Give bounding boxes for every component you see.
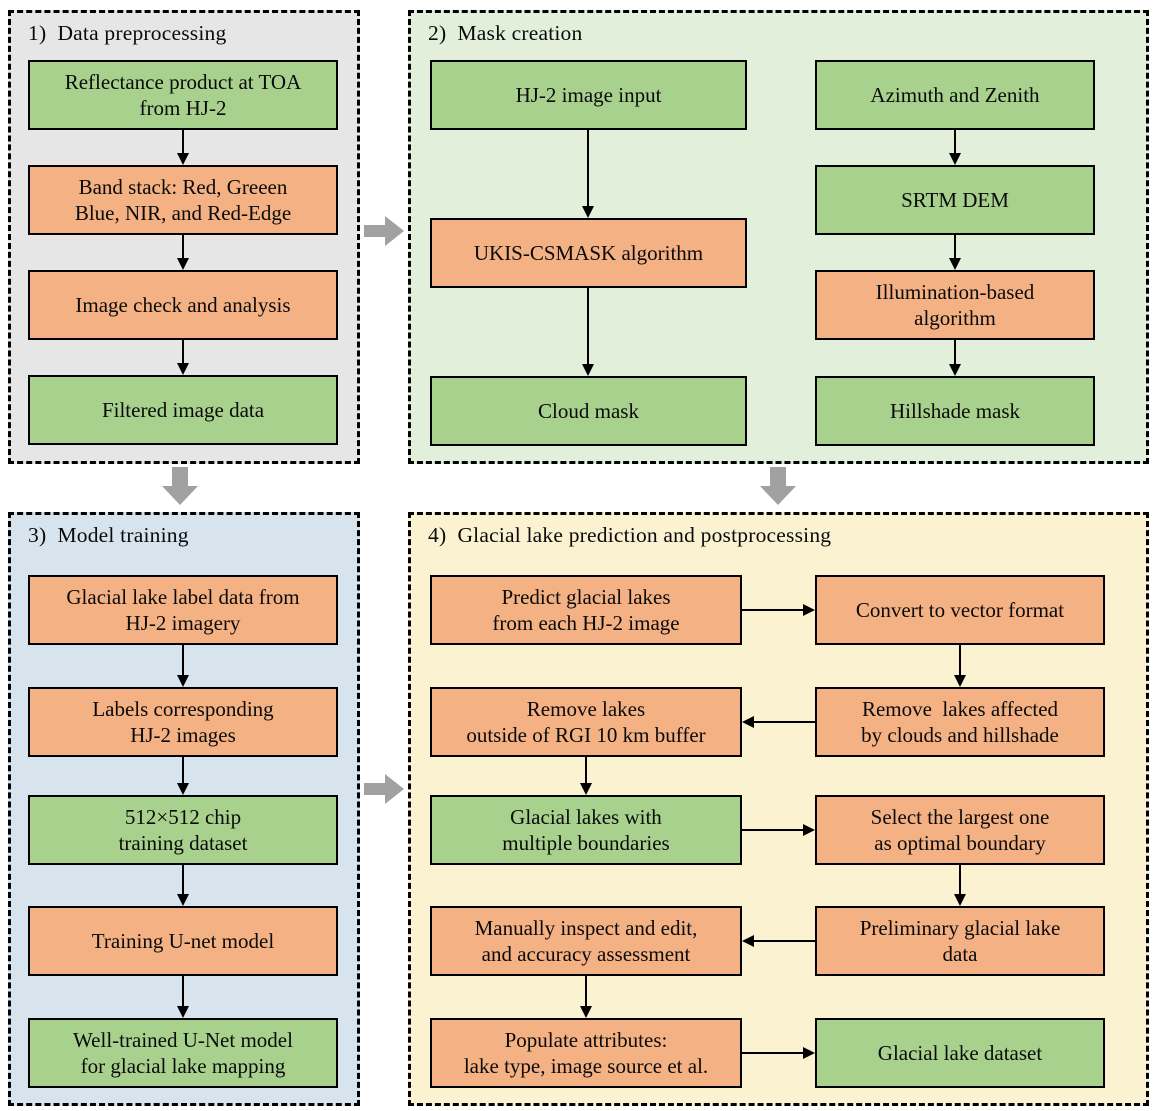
box-populate-attributes: Populate attributes: lake type, image so…	[430, 1018, 742, 1088]
box-hj2-image-input: HJ-2 image input	[430, 60, 747, 130]
arrow-left-icon	[742, 716, 815, 728]
box-preliminary-data: Preliminary glacial lake data	[815, 906, 1105, 976]
box-glacial-lake-label-data: Glacial lake label data from HJ-2 imager…	[28, 575, 338, 645]
box-manual-inspect: Manually inspect and edit, and accuracy …	[430, 906, 742, 976]
arrow-down-icon	[582, 130, 594, 218]
box-hillshade-mask: Hillshade mask	[815, 376, 1095, 446]
panel-title: 2) Mask creation	[428, 21, 583, 45]
panel-connector-right-arrow-icon	[364, 774, 404, 804]
arrow-down-icon	[580, 757, 592, 795]
box-image-check: Image check and analysis	[28, 270, 338, 340]
panel-prediction-postprocessing: 4) Glacial lake prediction and postproce…	[408, 512, 1149, 1106]
box-chip-training-dataset: 512×512 chip training dataset	[28, 795, 338, 865]
arrow-down-icon	[954, 645, 966, 687]
arrow-right-icon	[742, 604, 815, 616]
arrow-down-icon	[949, 130, 961, 165]
box-band-stack: Band stack: Red, Greeen Blue, NIR, and R…	[28, 165, 338, 235]
box-select-largest: Select the largest one as optimal bounda…	[815, 795, 1105, 865]
arrow-down-icon	[580, 976, 592, 1018]
arrow-down-icon	[954, 865, 966, 906]
panel-connector-right-arrow-icon	[364, 216, 404, 246]
box-ukis-csmask-algorithm: UKIS-CSMASK algorithm	[430, 218, 747, 288]
box-cloud-mask: Cloud mask	[430, 376, 747, 446]
panel-data-preprocessing: 1) Data preprocessing Reflectance produc…	[8, 10, 360, 464]
box-convert-vector: Convert to vector format	[815, 575, 1105, 645]
panel-connector-down-arrow-icon	[162, 467, 198, 505]
arrow-down-icon	[177, 340, 189, 375]
arrow-down-icon	[949, 340, 961, 376]
arrow-down-icon	[177, 645, 189, 687]
panel-mask-creation: 2) Mask creation HJ-2 image input UKIS-C…	[408, 10, 1149, 464]
arrow-left-icon	[742, 935, 815, 947]
box-srtm-dem: SRTM DEM	[815, 165, 1095, 235]
arrow-down-icon	[177, 235, 189, 270]
box-filtered-image-data: Filtered image data	[28, 375, 338, 445]
box-well-trained-unet: Well-trained U-Net model for glacial lak…	[28, 1018, 338, 1088]
arrow-down-icon	[177, 130, 189, 165]
panel-title: 4) Glacial lake prediction and postproce…	[428, 523, 832, 547]
panel-connector-down-arrow-icon	[760, 467, 796, 505]
box-remove-rgi-buffer: Remove lakes outside of RGI 10 km buffer	[430, 687, 742, 757]
box-remove-affected-lakes: Remove lakes affected by clouds and hill…	[815, 687, 1105, 757]
box-labels-corresponding: Labels corresponding HJ-2 images	[28, 687, 338, 757]
box-multiple-boundaries: Glacial lakes with multiple boundaries	[430, 795, 742, 865]
panel-title: 3) Model training	[28, 523, 189, 547]
box-azimuth-zenith: Azimuth and Zenith	[815, 60, 1095, 130]
arrow-down-icon	[582, 288, 594, 376]
box-predict-glacial-lakes: Predict glacial lakes from each HJ-2 ima…	[430, 575, 742, 645]
arrow-down-icon	[177, 865, 189, 906]
box-reflectance-toa: Reflectance product at TOA from HJ-2	[28, 60, 338, 130]
arrow-down-icon	[177, 757, 189, 795]
arrow-down-icon	[949, 235, 961, 270]
arrow-down-icon	[177, 976, 189, 1018]
box-training-unet-model: Training U-net model	[28, 906, 338, 976]
arrow-right-icon	[742, 824, 815, 836]
panel-title: 1) Data preprocessing	[28, 21, 227, 45]
panel-model-training: 3) Model training Glacial lake label dat…	[8, 512, 360, 1106]
box-illumination-algorithm: Illumination-based algorithm	[815, 270, 1095, 340]
arrow-right-icon	[742, 1047, 815, 1059]
box-glacial-lake-dataset: Glacial lake dataset	[815, 1018, 1105, 1088]
